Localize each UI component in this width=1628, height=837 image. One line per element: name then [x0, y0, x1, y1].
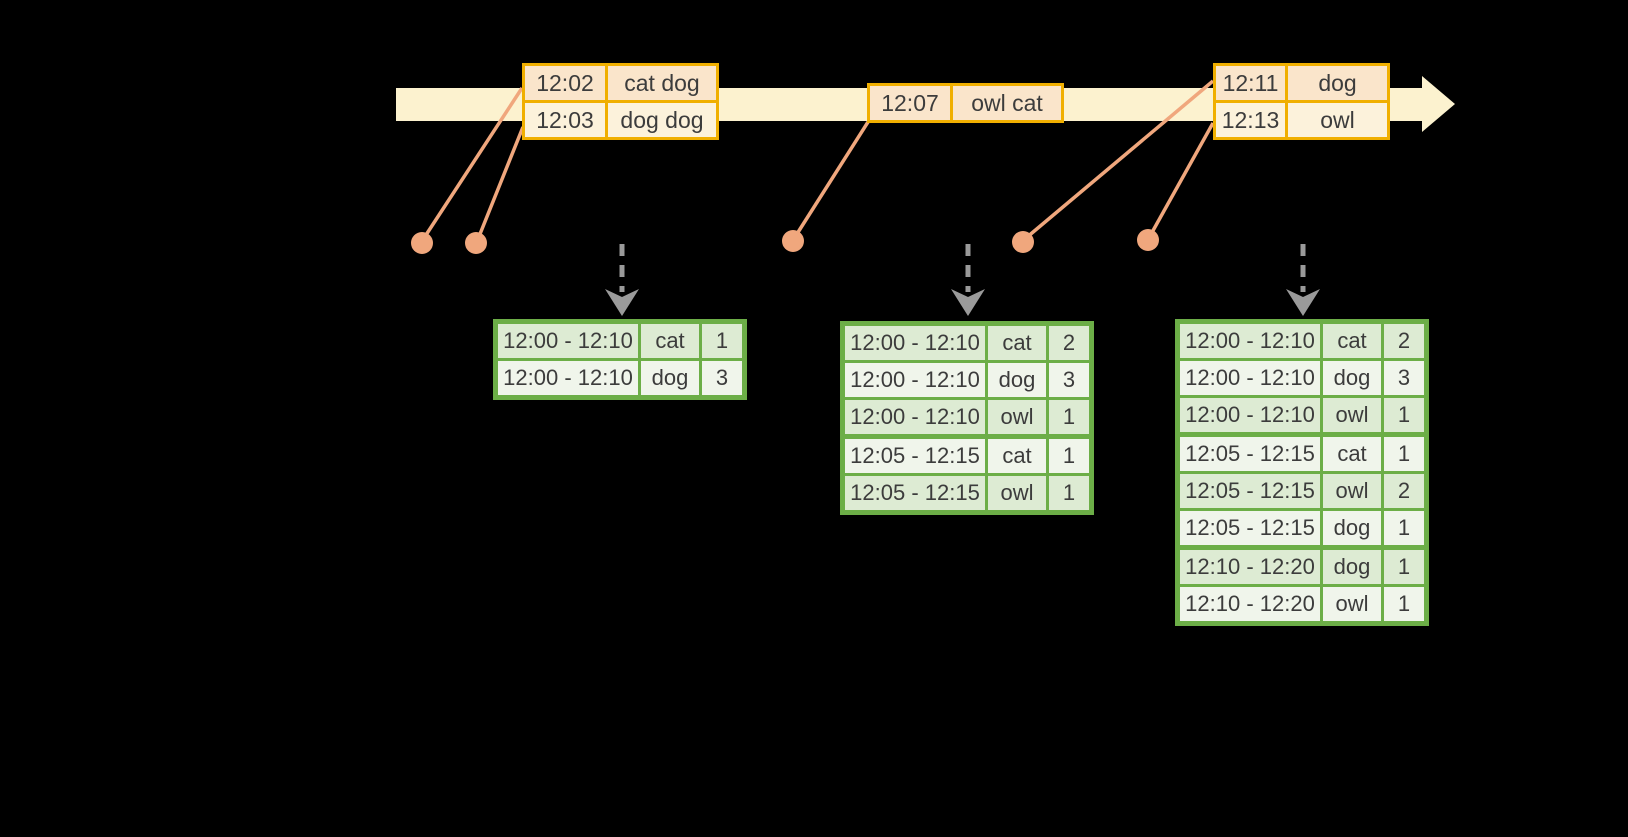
- event-row: 12:07 owl cat: [867, 83, 1064, 123]
- event-row: 12:03 dog dog: [522, 100, 719, 140]
- event-row: 12:13 owl: [1213, 100, 1390, 140]
- result-table-1: 12:00 - 12:10 cat 1 12:00 - 12:10 dog 3: [493, 319, 747, 400]
- window-cell: 12:05 - 12:15: [841, 473, 988, 514]
- window-cell: 12:00 - 12:10: [841, 397, 988, 438]
- result-row: 12:10 - 12:20 owl 1: [1176, 584, 1428, 625]
- event-connector-line: [422, 87, 524, 239]
- word-cell: dog: [638, 358, 702, 399]
- event-dot: [411, 232, 433, 254]
- event-words-cell: dog: [1285, 63, 1390, 103]
- input-events-table-1: 12:02 cat dog 12:03 dog dog: [522, 63, 719, 140]
- arrow-down-icon: [1286, 289, 1320, 316]
- window-cell: 12:10 - 12:20: [1176, 584, 1323, 625]
- trigger-arrow: [605, 244, 639, 316]
- word-cell: owl: [1320, 471, 1384, 511]
- input-events-table-3: 12:11 dog 12:13 owl: [1213, 63, 1390, 140]
- event-dot: [1137, 229, 1159, 251]
- result-row: 12:05 - 12:15 cat 1: [841, 434, 1093, 476]
- event-row: 12:11 dog: [1213, 63, 1390, 103]
- word-cell: dog: [1320, 508, 1384, 549]
- window-cell: 12:05 - 12:15: [841, 434, 988, 476]
- input-events-table-2: 12:07 owl cat: [867, 83, 1064, 123]
- window-cell: 12:00 - 12:10: [1176, 395, 1323, 436]
- word-cell: dog: [985, 360, 1049, 400]
- result-row: 12:00 - 12:10 owl 1: [1176, 395, 1428, 436]
- event-time-cell: 12:02: [522, 63, 608, 103]
- count-cell: 1: [1381, 508, 1428, 549]
- result-row: 12:00 - 12:10 owl 1: [841, 397, 1093, 438]
- word-cell: dog: [1320, 545, 1384, 587]
- event-connector-line: [1148, 122, 1215, 237]
- count-cell: 1: [1381, 395, 1428, 436]
- result-row: 12:00 - 12:10 cat 2: [1176, 320, 1428, 361]
- window-cell: 12:00 - 12:10: [1176, 320, 1323, 361]
- arrow-down-icon: [605, 289, 639, 316]
- count-cell: 1: [1046, 397, 1093, 438]
- result-table-3: 12:00 - 12:10 cat 2 12:00 - 12:10 dog 3 …: [1175, 319, 1429, 626]
- word-cell: owl: [985, 397, 1049, 438]
- event-connector-line: [476, 126, 525, 240]
- event-connector-line: [1024, 79, 1215, 240]
- word-cell: cat: [638, 320, 702, 361]
- count-cell: 1: [1046, 434, 1093, 476]
- event-words-cell: cat dog: [605, 63, 719, 103]
- count-cell: 2: [1381, 471, 1428, 511]
- result-table-2: 12:00 - 12:10 cat 2 12:00 - 12:10 dog 3 …: [840, 321, 1094, 515]
- window-cell: 12:05 - 12:15: [1176, 432, 1323, 474]
- word-cell: owl: [1320, 395, 1384, 436]
- event-dot: [1012, 231, 1034, 253]
- count-cell: 2: [1046, 322, 1093, 363]
- count-cell: 3: [1381, 358, 1428, 398]
- word-cell: cat: [1320, 432, 1384, 474]
- word-cell: cat: [1320, 320, 1384, 361]
- result-row: 12:00 - 12:10 dog 3: [1176, 358, 1428, 398]
- word-cell: cat: [985, 434, 1049, 476]
- count-cell: 1: [699, 320, 746, 361]
- count-cell: 2: [1381, 320, 1428, 361]
- window-cell: 12:00 - 12:10: [841, 322, 988, 363]
- trigger-arrow: [1286, 244, 1320, 316]
- event-connector-line: [793, 121, 870, 238]
- result-row: 12:05 - 12:15 owl 2: [1176, 471, 1428, 511]
- word-cell: cat: [985, 322, 1049, 363]
- event-dot: [465, 232, 487, 254]
- count-cell: 1: [1381, 584, 1428, 625]
- event-time-cell: 12:03: [522, 100, 608, 140]
- event-dot: [782, 230, 804, 252]
- trigger-arrow: [951, 244, 985, 316]
- event-words-cell: dog dog: [605, 100, 719, 140]
- word-cell: owl: [1320, 584, 1384, 625]
- event-words-cell: owl: [1285, 100, 1390, 140]
- count-cell: 1: [1381, 432, 1428, 474]
- window-cell: 12:00 - 12:10: [1176, 358, 1323, 398]
- window-cell: 12:00 - 12:10: [494, 358, 641, 399]
- result-row: 12:00 - 12:10 cat 1: [494, 320, 746, 361]
- event-row: 12:02 cat dog: [522, 63, 719, 103]
- result-row: 12:05 - 12:15 cat 1: [1176, 432, 1428, 474]
- count-cell: 3: [1046, 360, 1093, 400]
- result-row: 12:00 - 12:10 dog 3: [841, 360, 1093, 400]
- count-cell: 1: [1046, 473, 1093, 514]
- word-cell: owl: [985, 473, 1049, 514]
- event-words-cell: owl cat: [950, 83, 1064, 123]
- arrow-down-icon: [951, 289, 985, 316]
- word-cell: dog: [1320, 358, 1384, 398]
- timeline-arrowhead-icon: [1422, 76, 1455, 132]
- event-time-cell: 12:11: [1213, 63, 1288, 103]
- result-row: 12:00 - 12:10 dog 3: [494, 358, 746, 399]
- count-cell: 3: [699, 358, 746, 399]
- event-time-cell: 12:07: [867, 83, 953, 123]
- window-cell: 12:10 - 12:20: [1176, 545, 1323, 587]
- window-cell: 12:05 - 12:15: [1176, 471, 1323, 511]
- count-cell: 1: [1381, 545, 1428, 587]
- result-row: 12:10 - 12:20 dog 1: [1176, 545, 1428, 587]
- result-row: 12:00 - 12:10 cat 2: [841, 322, 1093, 363]
- result-row: 12:05 - 12:15 owl 1: [841, 473, 1093, 514]
- window-cell: 12:00 - 12:10: [841, 360, 988, 400]
- window-cell: 12:00 - 12:10: [494, 320, 641, 361]
- event-time-cell: 12:13: [1213, 100, 1288, 140]
- result-row: 12:05 - 12:15 dog 1: [1176, 508, 1428, 549]
- window-cell: 12:05 - 12:15: [1176, 508, 1323, 549]
